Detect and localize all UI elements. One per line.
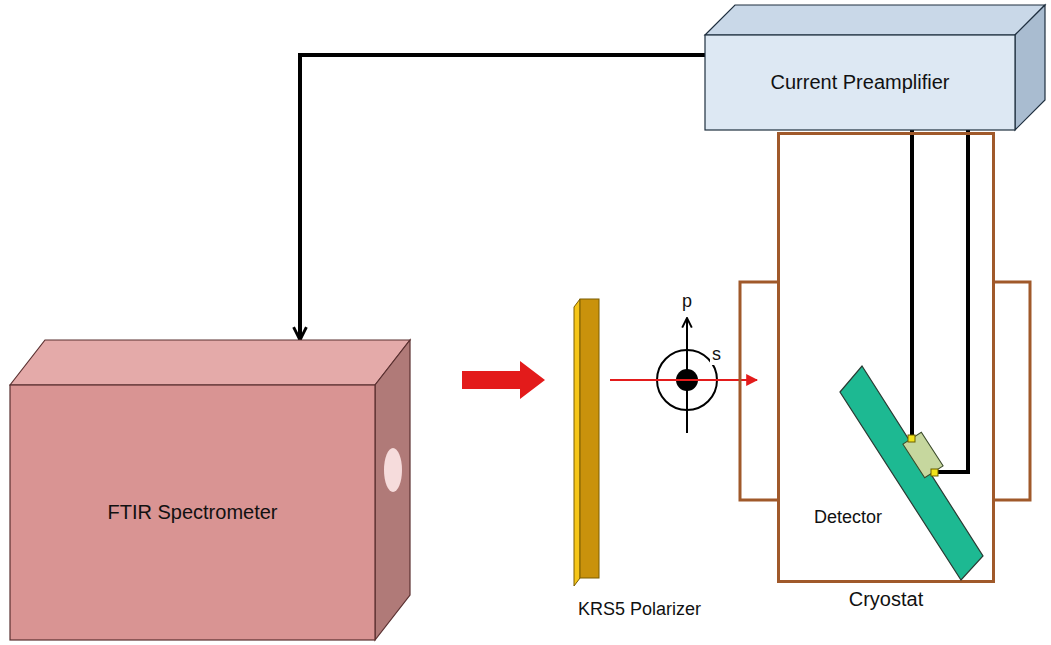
node-label: Current Preamplifier xyxy=(771,71,950,94)
signal-wire xyxy=(910,125,914,438)
signal-wire xyxy=(934,125,968,472)
polarization-label: p xyxy=(680,292,694,312)
beam-arrow xyxy=(462,361,545,399)
box-front xyxy=(705,35,1015,130)
part-label: KRS5 Polarizer xyxy=(576,600,703,620)
node-label: Detector xyxy=(814,507,882,528)
contact-pad xyxy=(931,469,938,476)
node-label: Cryostat xyxy=(849,588,923,611)
box-top xyxy=(705,5,1045,35)
detector-plate: Detector xyxy=(810,365,990,585)
node-outline xyxy=(810,365,990,585)
polarizer-plate xyxy=(580,299,599,578)
node-label: FTIR Spectrometer xyxy=(107,501,277,524)
node-outline xyxy=(705,5,1045,130)
text-holder: Cryostat xyxy=(780,586,992,612)
polarization-label: s xyxy=(710,345,723,365)
text-holder: FTIR Spectrometer xyxy=(10,385,375,640)
preamplifier-box: Current Preamplifier xyxy=(705,5,1045,130)
spectrometer-box: FTIR Spectrometer xyxy=(10,340,410,640)
box-front xyxy=(10,385,375,640)
detector-plate xyxy=(840,366,983,580)
text-holder: Current Preamplifier xyxy=(705,35,1015,130)
beam-line xyxy=(610,379,757,381)
polarizer-side xyxy=(574,299,580,586)
output-port xyxy=(384,448,402,492)
cryostat-housing: DetectorCryostat xyxy=(777,132,995,583)
contact-pad xyxy=(908,435,915,442)
signal-arrow xyxy=(300,55,705,340)
cryostat-flange xyxy=(740,282,777,500)
detector-chip xyxy=(903,432,943,478)
text-holder: Detector xyxy=(814,507,882,528)
node-outline xyxy=(10,340,410,640)
box-side xyxy=(375,340,410,640)
cryostat-flange xyxy=(995,282,1030,500)
box-side xyxy=(1015,5,1045,130)
box-top xyxy=(10,340,410,385)
